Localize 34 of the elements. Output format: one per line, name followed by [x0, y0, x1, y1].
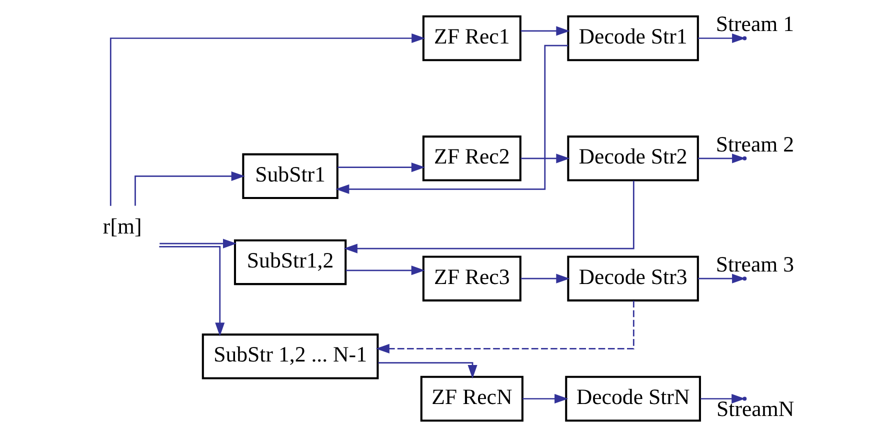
arrow [520, 26, 570, 36]
arrow [109, 33, 425, 206]
node-box: ZF Rec3 [422, 256, 521, 302]
node-text: r[m] [102, 214, 142, 238]
arrow [343, 180, 634, 254]
arrow [375, 300, 634, 354]
arrow [522, 394, 568, 404]
arrow [520, 274, 570, 284]
edge-label: Stream 2 [715, 132, 794, 156]
arrow [158, 246, 224, 336]
node-box: Decode Str3 [566, 256, 698, 302]
node-box: Decode Str1 [566, 15, 698, 62]
node-box: ZF Rec1 [422, 15, 521, 62]
edge-label: Stream 3 [715, 252, 794, 276]
node-box: Decode StrN [564, 376, 700, 422]
arrow [159, 238, 236, 248]
edge-label: StreamN [716, 397, 794, 422]
arrow [345, 266, 424, 276]
node-box: Decode Str2 [566, 136, 698, 182]
edge-label: Stream 1 [715, 12, 794, 36]
arrow [378, 362, 477, 379]
arrow [335, 44, 568, 194]
arrow [337, 162, 425, 172]
node-box: SubStr1,2 [233, 239, 346, 286]
arrow [134, 171, 244, 206]
node-box: ZF Rec2 [422, 136, 521, 182]
node-box: ZF RecN [420, 376, 523, 422]
arrow [697, 274, 746, 284]
arrow [520, 154, 570, 164]
arrow [697, 154, 746, 164]
node-box: SubStr 1,2 ... N-1 [201, 334, 378, 380]
node-box: SubStr1 [242, 153, 338, 200]
arrow [697, 33, 746, 44]
arrow [700, 394, 745, 404]
